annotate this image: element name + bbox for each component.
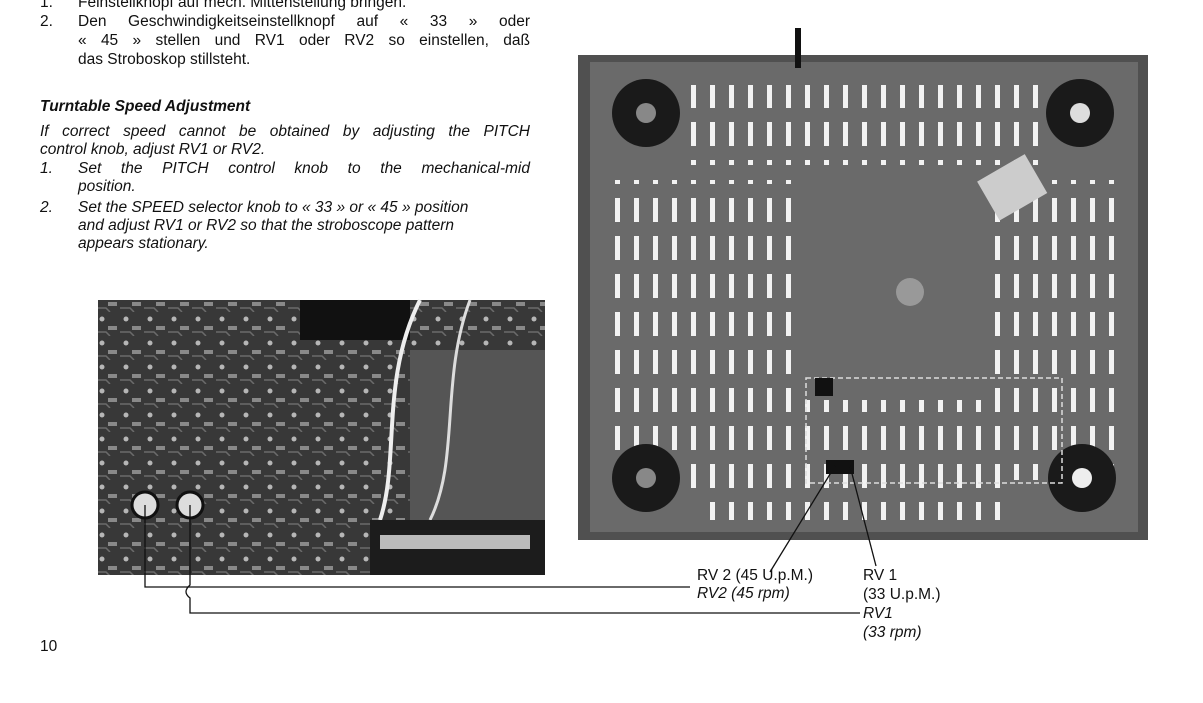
rv1-label-english-1: RV1	[863, 605, 893, 622]
german-step-2-line-1: Den Geschwindigkeitseinstellknopf auf « …	[78, 13, 530, 30]
english-step-2-line-1: Set the SPEED selector knob to « 33 » or…	[78, 199, 469, 216]
german-step-1-text: Feinstellknopf auf mech. Mittenstellung …	[78, 0, 407, 11]
german-step-2-line-2: « 45 » stellen und RV1 oder RV2 so einst…	[78, 32, 530, 49]
turntable-bottom-photo	[578, 28, 1148, 540]
page-number: 10	[40, 638, 58, 655]
english-step-1-line-1: Set the PITCH control knob to the mechan…	[78, 160, 530, 177]
english-step-1-line-2: position.	[78, 178, 136, 195]
english-step-2-line-3: appears stationary.	[78, 235, 209, 252]
leader-lines	[144, 465, 877, 614]
rv1-label-german-2: (33 U.p.M.)	[863, 586, 941, 603]
section-heading: Turntable Speed Adjustment	[40, 98, 251, 115]
circuit-board-photo	[98, 299, 545, 575]
english-step-1-number: 1.	[40, 160, 53, 177]
german-step-2-line-3: das Stroboskop stillsteht.	[78, 51, 251, 68]
intro-line-1: If correct speed cannot be obtained by a…	[40, 123, 530, 140]
german-step-2-number: 2.	[40, 13, 53, 30]
english-step-2-line-2: and adjust RV1 or RV2 so that the strobo…	[78, 217, 454, 234]
german-step-1-number: 1.	[40, 0, 53, 11]
intro-line-2: control knob, adjust RV1 or RV2.	[40, 141, 266, 158]
rv1-label-english-2: (33 rpm)	[863, 624, 922, 641]
rv2-label-german: RV 2 (45 U.p.M.)	[697, 567, 814, 584]
rv2-label-english: RV2 (45 rpm)	[697, 585, 790, 602]
english-step-2-number: 2.	[40, 199, 53, 216]
rv1-label-german-1: RV 1	[863, 567, 898, 584]
